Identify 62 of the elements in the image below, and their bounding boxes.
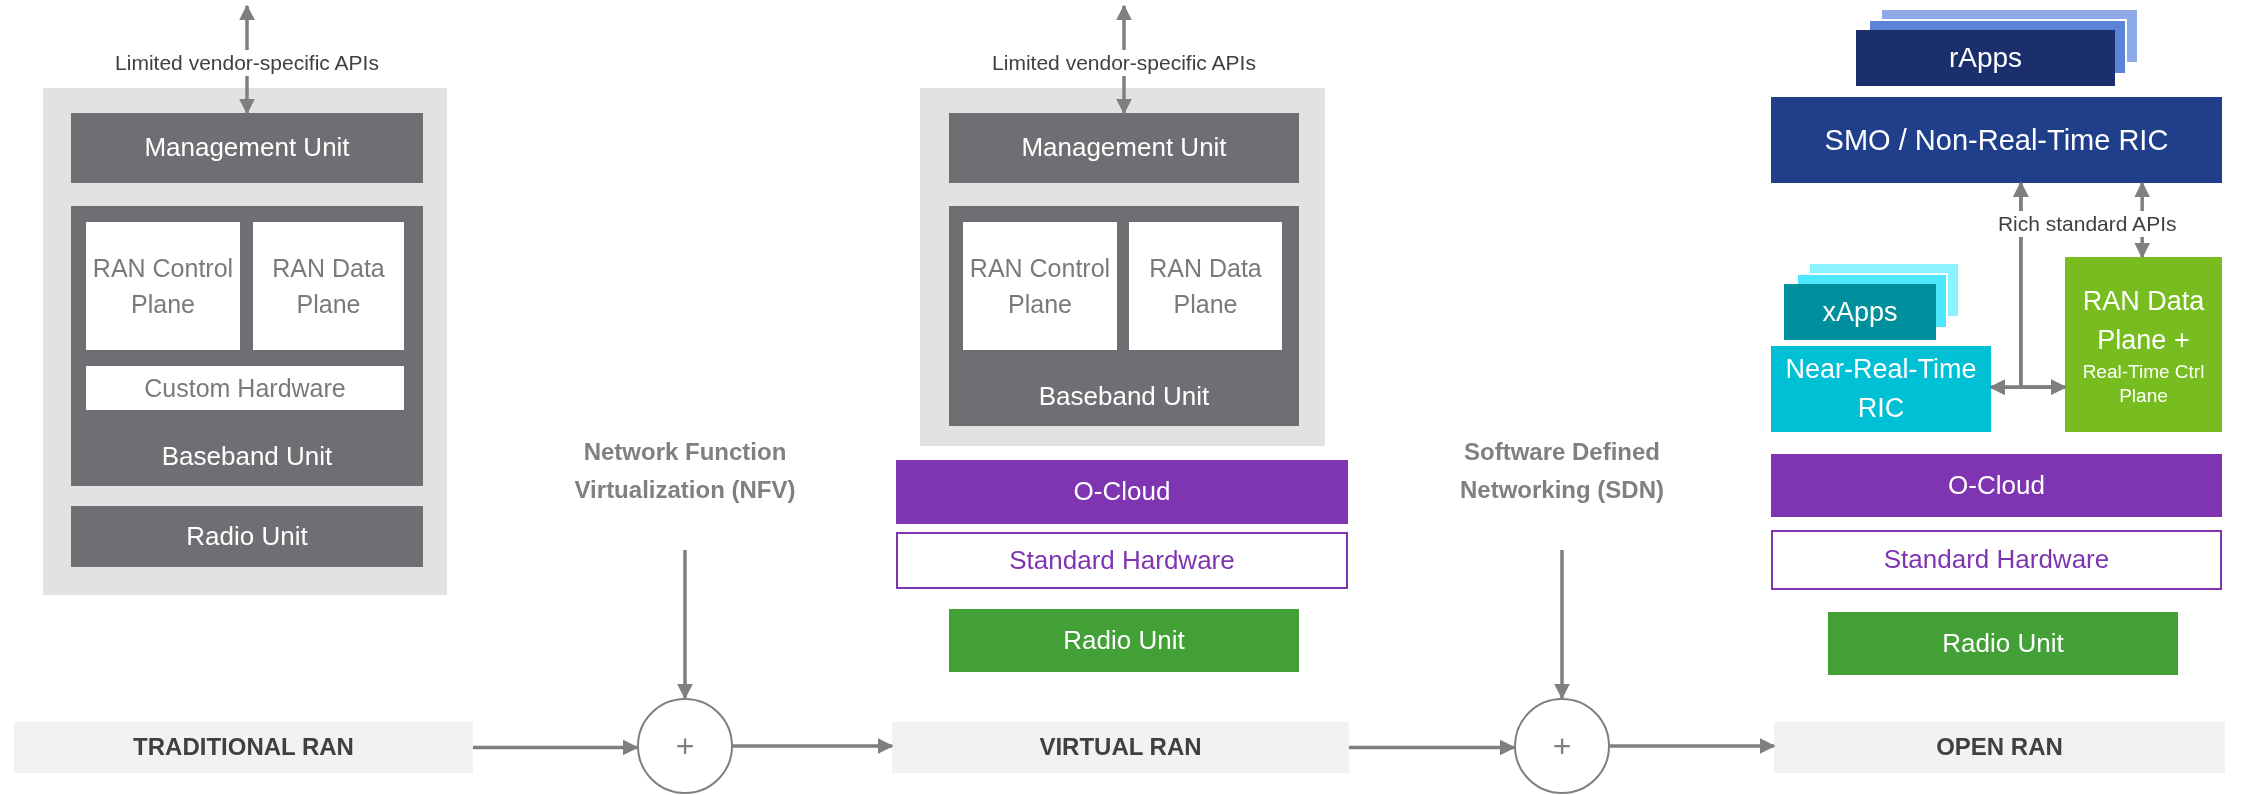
arrow xyxy=(2012,181,2067,396)
stage-band xyxy=(892,722,1349,773)
step-label: Network Function Virtualization (NFV) xyxy=(573,437,797,506)
node-label: O-Cloud xyxy=(1072,476,1172,508)
controller-box xyxy=(1771,97,2222,183)
node-label: + xyxy=(674,726,696,766)
stage-band xyxy=(14,722,473,773)
node-label: RAN Data Plane xyxy=(1148,252,1263,320)
node-label: RAN Control Plane xyxy=(91,252,235,320)
unit-box xyxy=(71,113,423,183)
node-label: Real-Time Ctrl Plane xyxy=(2081,359,2206,408)
radio-unit-box xyxy=(949,609,1299,672)
plane-box xyxy=(2065,257,2222,432)
arrow xyxy=(1610,738,1776,754)
node-label: Custom Hardware xyxy=(143,372,347,404)
panel-background xyxy=(920,88,1325,446)
node-label: O-Cloud xyxy=(1947,469,2046,502)
step-label: Software Defined Networking (SDN) xyxy=(1459,437,1665,506)
panel-background xyxy=(43,88,447,595)
unit-box xyxy=(71,206,423,486)
hardware-box xyxy=(86,366,404,410)
plane-box xyxy=(963,222,1117,350)
hardware-box xyxy=(1771,530,2222,590)
plane-box xyxy=(1129,222,1282,350)
arrow xyxy=(677,550,693,700)
arrow xyxy=(1349,739,1516,756)
node-label: Standard Hardware xyxy=(1882,544,2111,576)
plane-box xyxy=(253,222,404,350)
node-label: Management Unit xyxy=(143,132,351,164)
arrow xyxy=(473,739,639,756)
node-label: VIRTUAL RAN xyxy=(1038,733,1203,762)
node-label: RAN Data Plane + xyxy=(2081,284,2206,357)
arrow xyxy=(1554,550,1570,700)
node-label: Standard Hardware xyxy=(1008,544,1236,577)
unit-box xyxy=(949,113,1299,183)
node-label: RAN Data Plane xyxy=(271,252,386,320)
node-label: SMO / Non-Real-Time RIC xyxy=(1823,122,2170,158)
node-label: Baseband Unit xyxy=(1037,380,1211,412)
cloud-layer-box xyxy=(1771,454,2222,517)
node-label: OPEN RAN xyxy=(1935,733,2064,762)
node-label: Radio Unit xyxy=(1062,624,1186,657)
node-label: TRADITIONAL RAN xyxy=(132,733,355,762)
cloud-layer-box xyxy=(896,460,1348,524)
node-label: xApps xyxy=(1821,295,1899,329)
node-label: Near-Real-Time RIC xyxy=(1784,352,1978,425)
plane-box xyxy=(86,222,240,350)
app-card-stack xyxy=(1784,262,1960,340)
stage-band xyxy=(1774,722,2225,773)
unit-box xyxy=(71,506,423,567)
node-label: Radio Unit xyxy=(185,520,309,553)
node-label: Radio Unit xyxy=(1941,627,2065,660)
arrow xyxy=(733,738,894,754)
app-card-stack xyxy=(1856,8,2139,86)
node-label: rApps xyxy=(1947,41,2024,75)
hardware-box xyxy=(896,532,1348,589)
node-label: RAN Control Plane xyxy=(968,252,1112,320)
radio-unit-box xyxy=(1828,612,2178,675)
node-label: Baseband Unit xyxy=(160,440,334,472)
controller-box xyxy=(1771,346,1991,432)
node-label: + xyxy=(1551,726,1573,766)
node-label: Management Unit xyxy=(1020,132,1228,164)
unit-box xyxy=(949,206,1299,426)
